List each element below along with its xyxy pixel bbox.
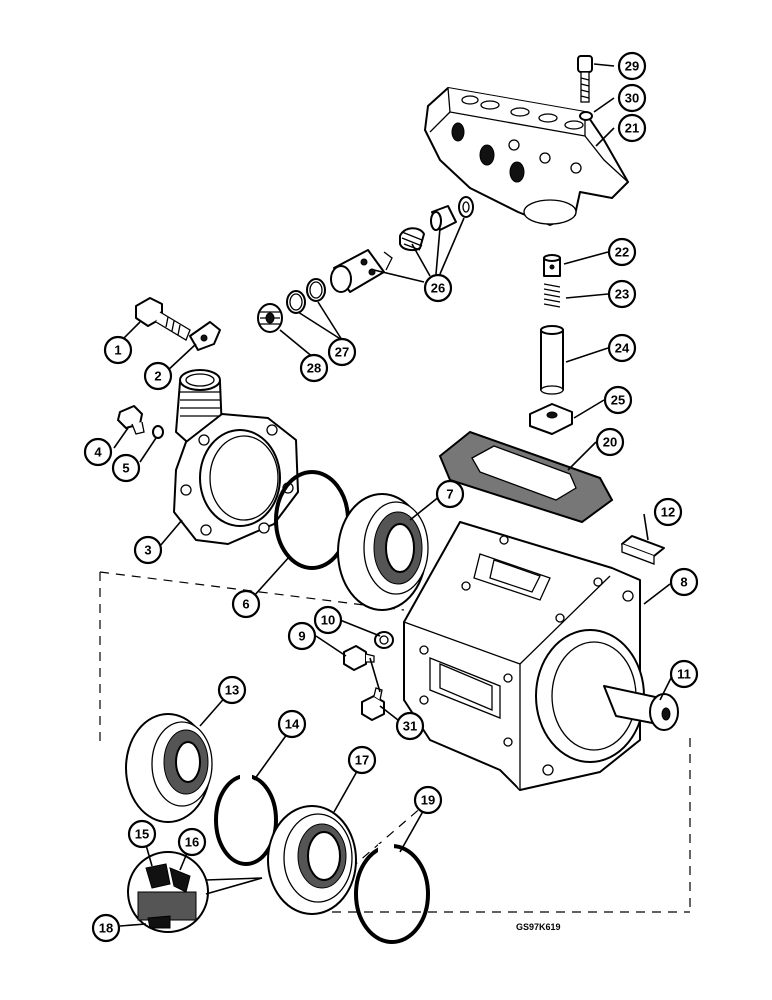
callout-17: 17: [347, 745, 377, 775]
svg-text:7: 7: [446, 487, 453, 502]
front-bearing: [337, 493, 429, 611]
svg-text:30: 30: [625, 91, 639, 106]
drain-plug: [117, 405, 145, 435]
callout-18: 18: [91, 913, 121, 943]
callout-16: 16: [177, 827, 207, 857]
callout-2: 2: [143, 361, 173, 391]
svg-text:9: 9: [298, 629, 305, 644]
cap-screw: [577, 55, 593, 103]
svg-text:28: 28: [307, 361, 321, 376]
svg-text:16: 16: [185, 835, 199, 850]
svg-text:11: 11: [677, 667, 691, 682]
callout-23: 23: [607, 279, 637, 309]
callout-15: 15: [127, 819, 157, 849]
callout-1: 1: [103, 335, 133, 365]
svg-text:29: 29: [625, 59, 639, 74]
callout-28: 28: [299, 353, 329, 383]
svg-text:24: 24: [615, 341, 630, 356]
valve-plunger-stack: [529, 254, 573, 435]
svg-text:2: 2: [154, 369, 161, 384]
callout-12: 12: [653, 497, 683, 527]
svg-text:26: 26: [431, 281, 445, 296]
sealing-washer: [579, 111, 593, 121]
svg-text:17: 17: [355, 753, 369, 768]
seal-rings: [286, 278, 326, 314]
seal-cross-section-detail: [127, 851, 263, 933]
svg-text:21: 21: [625, 121, 639, 136]
callout-6: 6: [231, 589, 261, 619]
cover-gasket: [438, 430, 614, 524]
drive-shaft: [603, 685, 679, 731]
callout-13: 13: [217, 675, 247, 705]
svg-text:18: 18: [99, 921, 113, 936]
svg-text:31: 31: [403, 719, 417, 734]
svg-text:10: 10: [321, 613, 335, 628]
svg-text:20: 20: [603, 435, 617, 450]
svg-text:22: 22: [615, 245, 629, 260]
shaft-seal: [267, 805, 357, 915]
callout-22: 22: [607, 237, 637, 267]
callout-19: 19: [413, 785, 443, 815]
callout-26: 26: [423, 273, 453, 303]
pump-body: [403, 521, 645, 791]
plug-nut: [257, 303, 283, 333]
retaining-ring: [354, 844, 430, 944]
callout-4: 4: [83, 437, 113, 467]
svg-text:13: 13: [225, 683, 239, 698]
svg-text:14: 14: [285, 717, 300, 732]
callout-27: 27: [327, 337, 357, 367]
callout-7: 7: [435, 479, 465, 509]
callout-24: 24: [607, 333, 637, 363]
svg-text:6: 6: [242, 597, 249, 612]
svg-text:1: 1: [114, 343, 121, 358]
rear-bearing: [125, 713, 213, 823]
hex-bolt: [135, 297, 191, 341]
callout-14: 14: [277, 709, 307, 739]
suction-elbow-flange: [173, 369, 299, 545]
callout-20: 20: [595, 427, 625, 457]
callout-8: 8: [669, 567, 699, 597]
svg-text:15: 15: [135, 827, 149, 842]
valve-housing: [424, 87, 629, 226]
svg-text:27: 27: [335, 345, 349, 360]
relief-valve-parts: [330, 196, 474, 293]
callout-31: 31: [395, 711, 425, 741]
callout-10: 10: [313, 605, 343, 635]
callout-3: 3: [133, 535, 163, 565]
svg-text:4: 4: [94, 445, 102, 460]
svg-text:5: 5: [122, 461, 129, 476]
svg-text:19: 19: [421, 793, 435, 808]
callout-5: 5: [111, 453, 141, 483]
callout-25: 25: [603, 385, 633, 415]
svg-text:12: 12: [661, 505, 675, 520]
assembly-guide-lines: [99, 571, 691, 913]
callout-11: 11: [669, 659, 699, 689]
leader-lines: [113, 63, 673, 927]
drawing-reference: GS97K619: [516, 922, 561, 932]
svg-text:23: 23: [615, 287, 629, 302]
callout-21: 21: [617, 113, 647, 143]
plug-o-ring: [152, 425, 164, 439]
bleed-screw: [343, 645, 375, 671]
snap-ring: [214, 772, 278, 866]
shaft-key: [621, 535, 665, 565]
callout-30: 30: [617, 83, 647, 113]
callout-29: 29: [617, 51, 647, 81]
plug-screw: [361, 687, 385, 721]
callout-9: 9: [287, 621, 317, 651]
svg-text:8: 8: [680, 575, 687, 590]
svg-text:3: 3: [144, 543, 151, 558]
svg-text:25: 25: [611, 393, 625, 408]
